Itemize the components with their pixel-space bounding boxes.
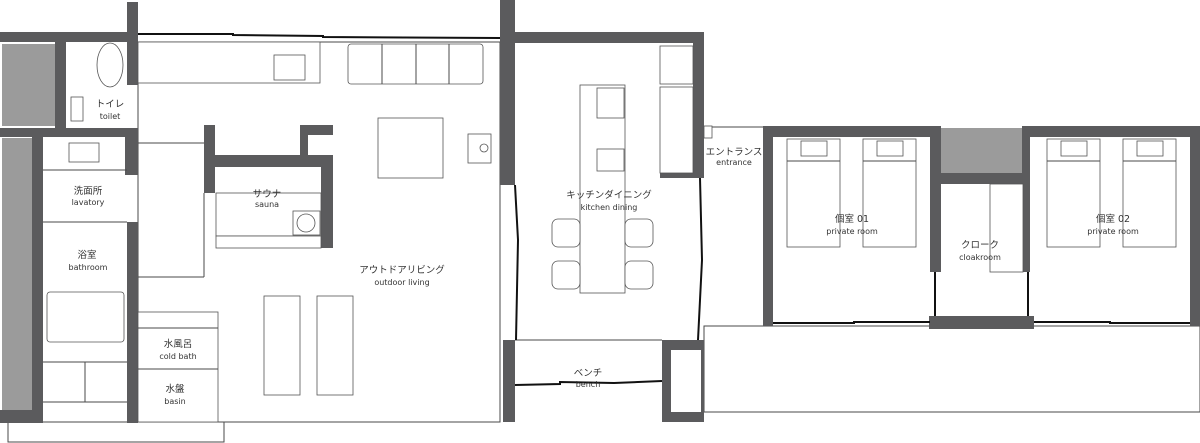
label-jp: キッチンダイニング [566, 189, 652, 201]
label-jp: 個室 01 [835, 213, 869, 225]
void-areas [2, 44, 1022, 410]
label-jp: トイレ [96, 99, 125, 110]
label-en: bathroom [69, 263, 108, 272]
label-jp: ベンチ [574, 368, 603, 379]
label-en: lavatory [72, 198, 105, 207]
room-label-entrance: エントランス entrance [706, 147, 763, 167]
room-label-lavatory: 洗面所 lavatory [72, 185, 105, 207]
label-en: kitchen dining [581, 203, 638, 212]
label-jp: サウナ [253, 189, 282, 200]
room-label-basin: 水盤 basin [164, 383, 185, 406]
walls [0, 0, 1200, 423]
label-en: private room [1087, 227, 1139, 236]
label-en: outdoor living [374, 278, 429, 287]
label-en: cloakroom [959, 253, 1001, 262]
room-label-private-room-02: 個室 02 private room [1087, 213, 1139, 236]
label-en: private room [826, 227, 878, 236]
label-jp: 浴室 [77, 249, 96, 261]
furniture [43, 41, 1177, 423]
label-jp: 水風呂 [164, 338, 193, 350]
room-label-outdoor-living: アウトドアリビング outdoor living [359, 264, 445, 287]
label-en: bench [576, 380, 601, 389]
room-label-private-room-01: 個室 01 private room [826, 213, 878, 236]
label-jp: エントランス [706, 147, 763, 158]
label-jp: 水盤 [165, 383, 185, 395]
label-jp: アウトドアリビング [359, 264, 445, 276]
label-en: cold bath [159, 352, 196, 361]
room-label-cloakroom: クローク cloakroom [959, 240, 1001, 262]
label-en: toilet [100, 112, 121, 121]
room-label-kitchen-dining: キッチンダイニング kitchen dining [566, 189, 652, 212]
label-jp: 個室 02 [1096, 213, 1130, 225]
windows [138, 33, 1190, 386]
label-en: sauna [255, 200, 279, 209]
room-label-bench: ベンチ bench [574, 368, 603, 389]
room-label-sauna: サウナ sauna [253, 189, 282, 209]
room-label-cold-bath: 水風呂 cold bath [159, 338, 196, 361]
label-jp: クローク [961, 240, 999, 251]
label-en: basin [164, 397, 185, 406]
label-jp: 洗面所 [74, 185, 103, 197]
label-en: entrance [716, 158, 752, 167]
room-label-bathroom: 浴室 bathroom [69, 249, 108, 272]
room-label-toilet: トイレ toilet [96, 99, 125, 121]
